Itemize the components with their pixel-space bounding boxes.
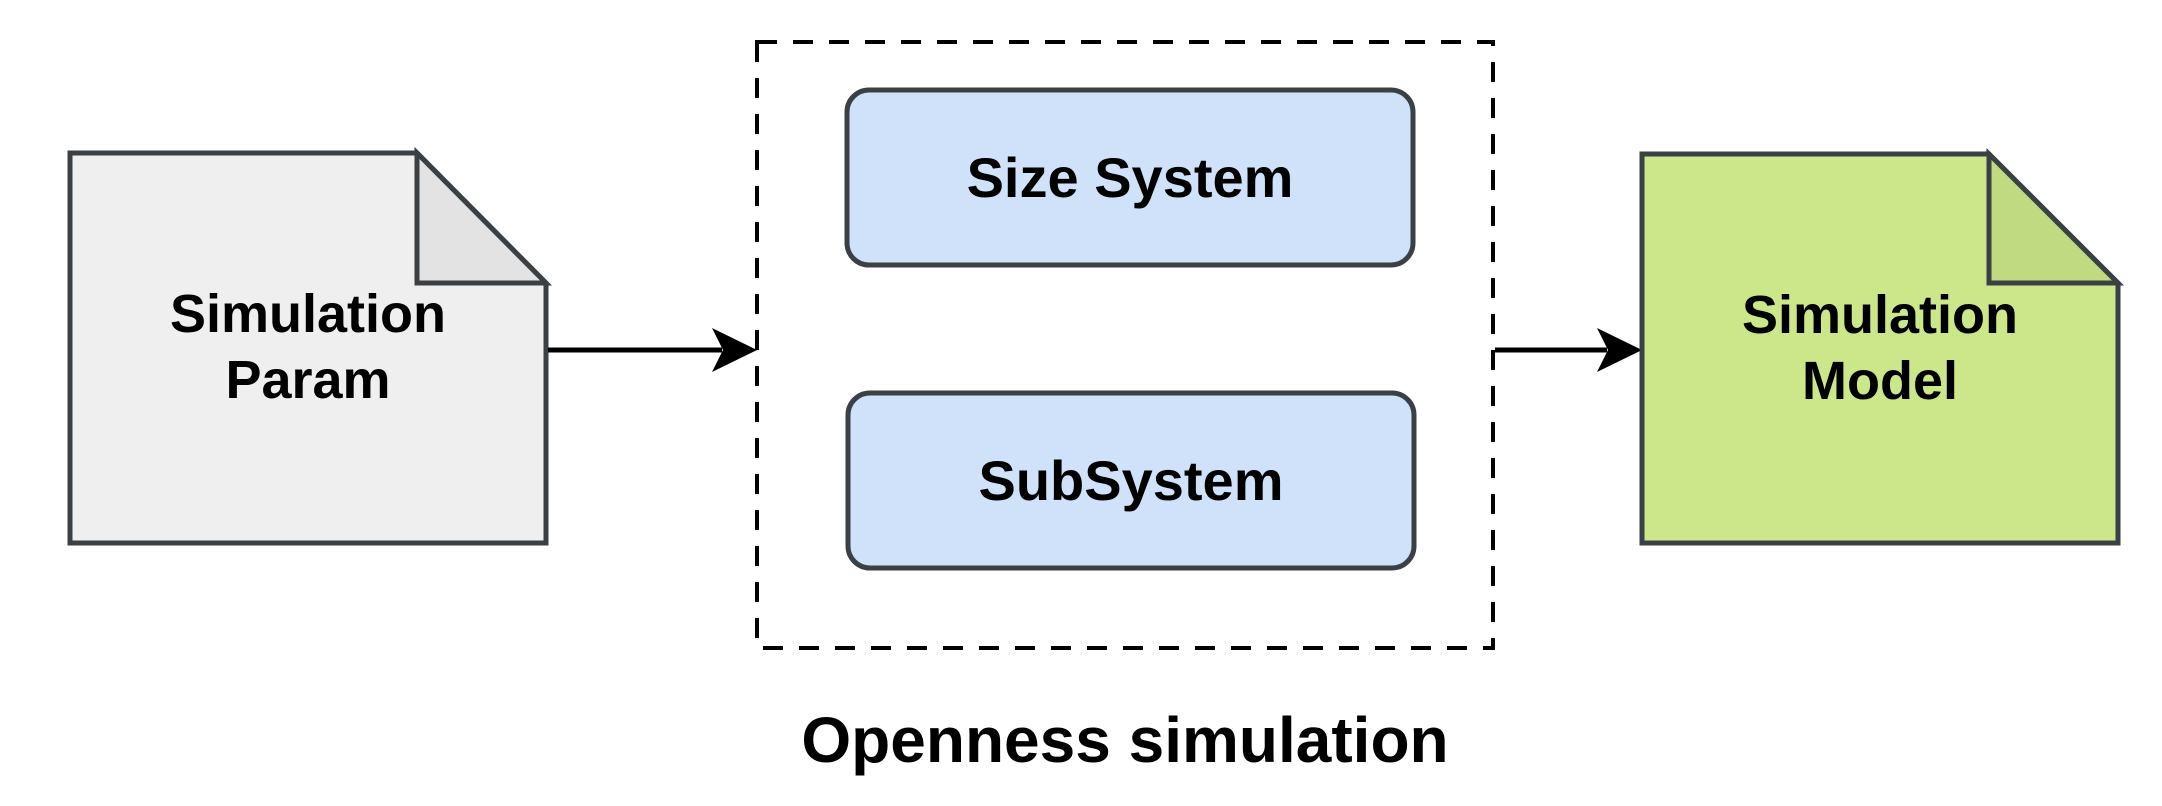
simulation-param-folded-corner: [414, 146, 553, 286]
size-system-box: [844, 87, 1416, 268]
arrow-param-to-simulation-head: [712, 328, 757, 372]
arrow-simulation-to-model-head: [1597, 328, 1642, 372]
simulation-model-folded-corner: [1986, 147, 2125, 286]
openness-simulation-group-border: [755, 40, 1495, 650]
subsystem-box: [845, 390, 1417, 571]
